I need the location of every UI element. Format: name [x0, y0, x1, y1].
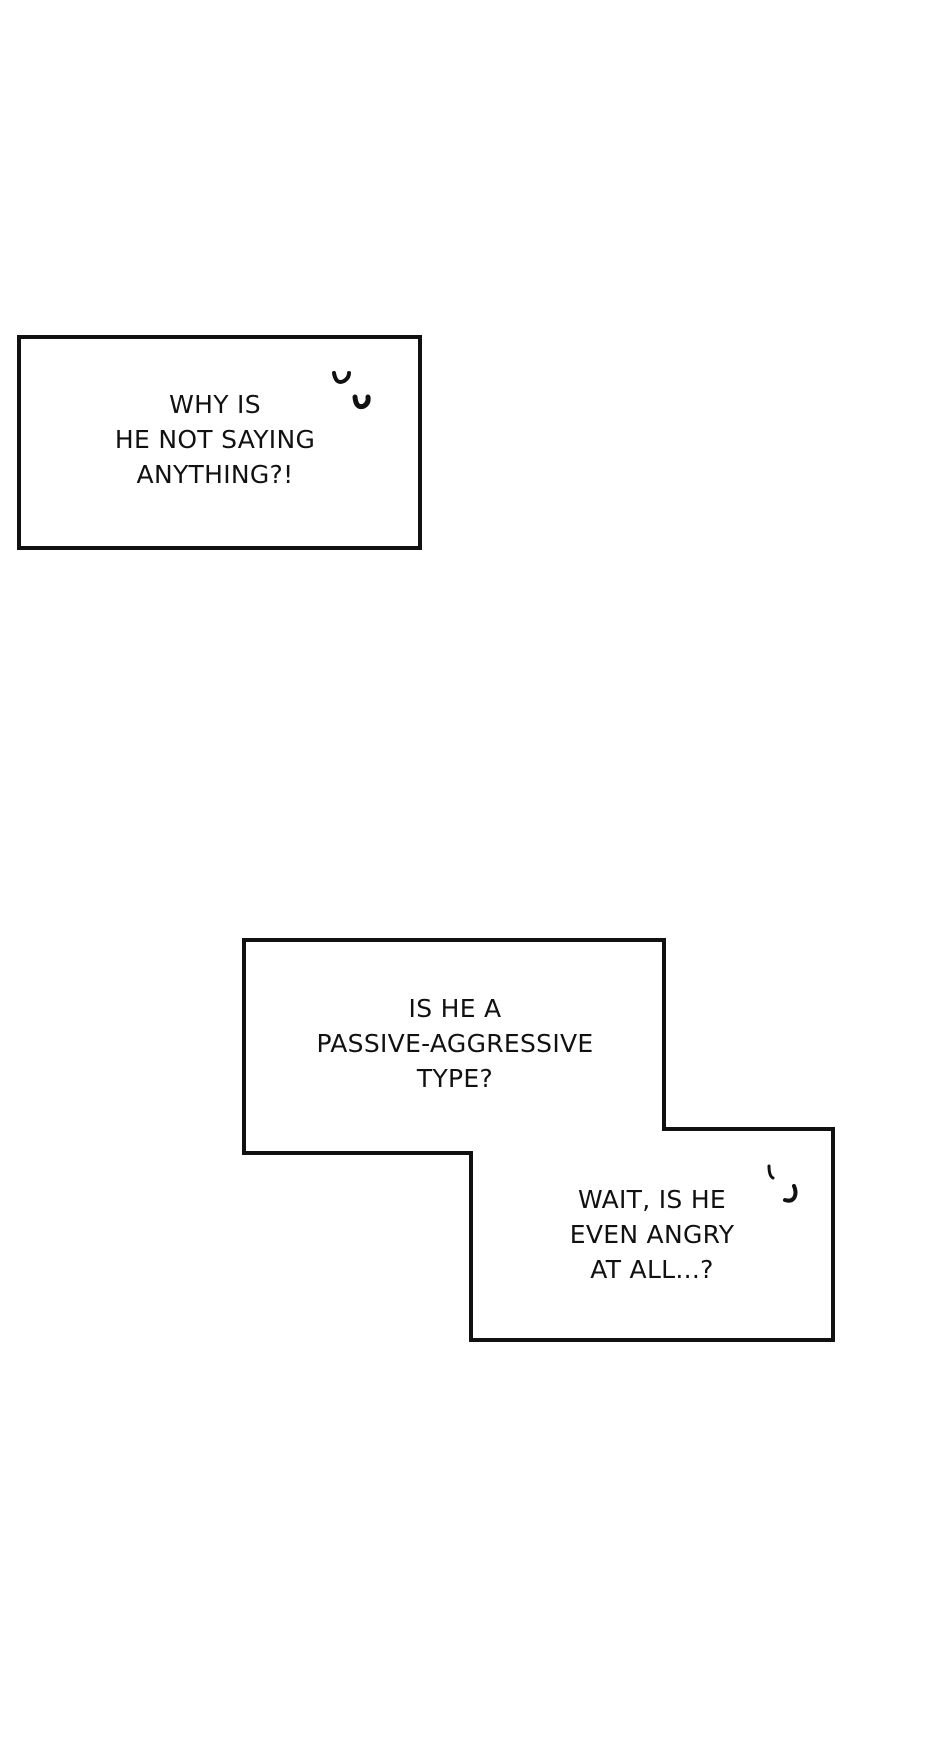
caption-line: ANYTHING?!	[136, 460, 294, 489]
caption-text-1: WHY IS HE NOT SAYING ANYTHING?!	[115, 387, 315, 492]
caption-line: HE NOT SAYING	[114, 425, 316, 454]
caption-line: WHY IS	[169, 390, 261, 419]
caption-line: AT ALL...?	[590, 1255, 714, 1284]
sweat-mark-icon	[783, 1184, 798, 1203]
sweat-mark-icon	[352, 394, 371, 410]
caption-line: TYPE?	[416, 1064, 494, 1093]
caption-line: EVEN ANGRY	[569, 1220, 735, 1249]
sweat-mark-icon	[767, 1164, 775, 1180]
caption-box-1	[17, 335, 422, 550]
caption-line: IS HE A	[408, 994, 502, 1023]
caption-text-3: WAIT, IS HE EVEN ANGRY AT ALL...?	[570, 1182, 735, 1287]
caption-line: WAIT, IS HE	[577, 1185, 727, 1214]
caption-text-2: IS HE A PASSIVE-AGGRESSIVE TYPE?	[316, 991, 593, 1096]
sweat-mark-icon	[332, 371, 351, 384]
caption-line: PASSIVE-AGGRESSIVE	[316, 1029, 594, 1058]
caption-box-2	[242, 938, 835, 1342]
